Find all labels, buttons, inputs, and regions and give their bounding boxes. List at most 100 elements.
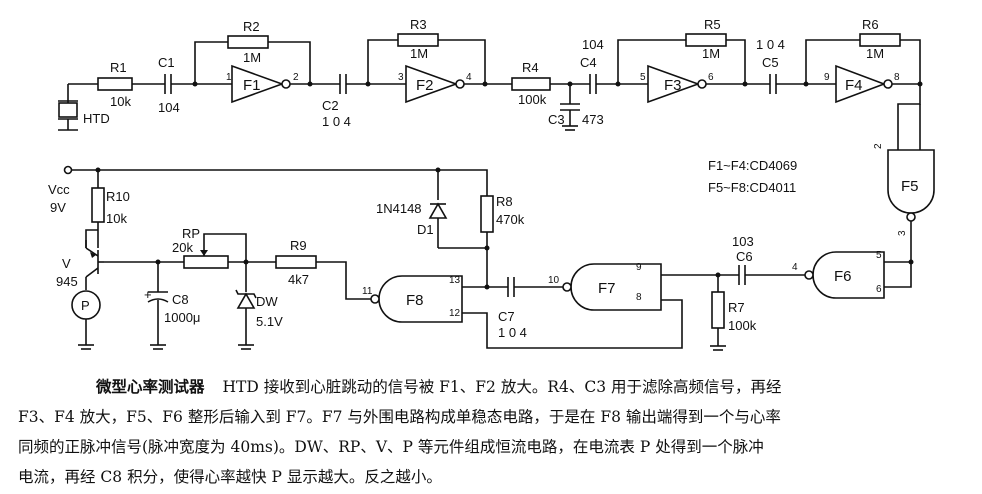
c1-name: C1 <box>158 55 175 70</box>
potentiometer-rp: RP 20k <box>172 226 247 269</box>
v-name: V <box>62 256 71 271</box>
f5-pin-out: 3 <box>897 230 908 236</box>
zener-dw: DW 5.1V <box>235 262 283 350</box>
f2-pin-in: 3 <box>398 72 404 83</box>
f2-pin-out: 4 <box>466 72 472 83</box>
c4-name: C4 <box>580 55 597 70</box>
vcc-supply: Vcc 9V <box>48 165 98 215</box>
resistor-r8: R8 470k <box>480 194 525 233</box>
capacitor-c5: 1 0 4 C5 <box>756 37 785 94</box>
inverter-f4: F4 9 8 <box>824 64 900 104</box>
f7-pin-out: 9 <box>636 262 642 273</box>
c7-value: 1 0 4 <box>498 325 527 340</box>
f4-label: F4 <box>845 77 863 94</box>
ammeter-p: P <box>71 290 101 350</box>
diode-d1: 1N4148 D1 <box>376 170 448 248</box>
capacitor-c8: + C8 1000μ <box>144 262 200 350</box>
c6-value: 103 <box>732 234 754 249</box>
resistor-r5: R5 1M <box>685 17 727 61</box>
f3-label: F3 <box>664 77 682 94</box>
resistor-r1: R1 10k <box>97 60 133 109</box>
f1-pin-in: 1 <box>226 72 232 83</box>
f8-pin-in1: 11 <box>362 286 373 297</box>
r2-name: R2 <box>243 19 260 34</box>
c2-value: 1 0 4 <box>322 114 351 129</box>
nand-gate-f8: F8 13 12 11 <box>362 275 463 323</box>
legend-line-2: F5~F8:CD4011 <box>708 180 796 195</box>
resistor-r10: R10 10k <box>91 170 130 248</box>
r3-value: 1M <box>410 46 428 61</box>
resistor-r2: R2 1M <box>227 19 269 65</box>
nand-gate-f5: F5 2 3 <box>873 143 935 236</box>
r2-value: 1M <box>243 50 261 65</box>
c1-value: 104 <box>158 100 180 115</box>
f1-label: F1 <box>243 77 261 94</box>
f6-pin-in1: 5 <box>876 250 882 261</box>
d1-name: D1 <box>417 222 434 237</box>
vcc-value: 9V <box>50 200 66 215</box>
r1-name: R1 <box>110 60 127 75</box>
f3-pin-out: 6 <box>708 72 714 83</box>
f5-label: F5 <box>901 178 919 195</box>
f4-pin-in: 9 <box>824 72 830 83</box>
r1-value: 10k <box>110 94 131 109</box>
d1-value: 1N4148 <box>376 201 422 216</box>
r4-value: 100k <box>518 92 547 107</box>
r6-value: 1M <box>866 46 884 61</box>
c3-value: 473 <box>582 112 604 127</box>
c2-name: C2 <box>322 98 339 113</box>
capacitor-c1: C1 104 <box>158 55 180 115</box>
r9-name: R9 <box>290 238 307 253</box>
c5-name: C5 <box>762 55 779 70</box>
circuit-schematic: HTD R1 10k C1 104 R2 1M F1 1 2 C2 1 0 4 <box>48 17 935 351</box>
f8-label: F8 <box>406 292 424 309</box>
f6-pin-out: 4 <box>792 262 798 273</box>
capacitor-c6: 103 C6 <box>732 234 754 285</box>
f8-pin-out: 13 <box>449 275 461 286</box>
f7-pin-in1: 10 <box>548 275 560 286</box>
c7-name: C7 <box>498 309 515 324</box>
f7-pin-in2: 8 <box>636 292 642 303</box>
resistor-r7: R7 100k <box>710 275 757 351</box>
inverter-f1: F1 1 2 <box>226 64 299 104</box>
f8-pin-in2: 12 <box>449 308 461 319</box>
c3-name: C3 <box>548 112 565 127</box>
dw-name: DW <box>256 294 278 309</box>
svg-text:+: + <box>144 287 152 302</box>
resistor-r3: R3 1M <box>397 17 439 61</box>
caption-line-3: 同频的正脉冲信号(脉冲宽度为 40ms)。DW、RP、V、P 等元件组成恒流电路… <box>18 438 764 456</box>
dw-value: 5.1V <box>256 314 283 329</box>
c5-value: 1 0 4 <box>756 37 785 52</box>
p-label: P <box>81 298 90 313</box>
inverter-f2: F2 3 4 <box>398 64 472 104</box>
r10-value: 10k <box>106 211 127 226</box>
caption-line-1: HTD 接收到心脏跳动的信号被 F1、F2 放大。R4、C3 用于滤除高频信号，… <box>222 378 782 396</box>
transistor-v: V 945 <box>56 238 104 290</box>
f4-pin-out: 8 <box>894 72 900 83</box>
circuit-description: 微型心率测试器 HTD 接收到心脏跳动的信号被 F1、F2 放大。R4、C3 用于… <box>18 372 966 492</box>
f6-label: F6 <box>834 268 852 285</box>
htd-sensor: HTD <box>58 84 110 131</box>
legend-line-1: F1~F4:CD4069 <box>708 158 797 173</box>
r10-name: R10 <box>106 189 130 204</box>
capacitor-c2: C2 1 0 4 <box>322 74 351 129</box>
f5-pin-in2: 2 <box>873 143 884 149</box>
r5-name: R5 <box>704 17 721 32</box>
inverter-f3: F3 5 6 <box>640 64 714 104</box>
c6-name: C6 <box>736 249 753 264</box>
caption-line-4: 电流，再经 C8 积分，使得心率越快 P 显示越大。反之越小。 <box>18 468 442 486</box>
caption-title: 微型心率测试器 <box>96 377 205 396</box>
htd-label: HTD <box>83 111 110 126</box>
vcc-name: Vcc <box>48 182 70 197</box>
f2-label: F2 <box>416 77 434 94</box>
rp-name: RP <box>182 226 200 241</box>
c8-name: C8 <box>172 292 189 307</box>
r7-value: 100k <box>728 318 757 333</box>
r8-value: 470k <box>496 212 525 227</box>
c8-value: 1000μ <box>164 310 200 325</box>
v-value: 945 <box>56 274 78 289</box>
r5-value: 1M <box>702 46 720 61</box>
resistor-r6: R6 1M <box>859 17 901 61</box>
r3-name: R3 <box>410 17 427 32</box>
f6-pin-in2: 6 <box>876 284 882 295</box>
